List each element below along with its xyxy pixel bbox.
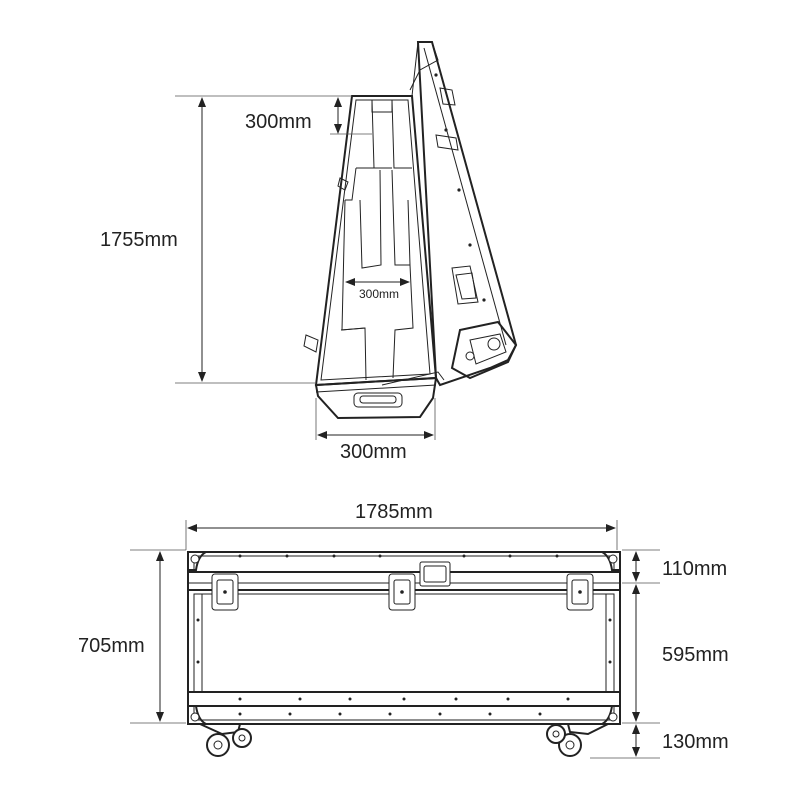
dim-705-group xyxy=(130,549,186,724)
caster-left xyxy=(199,723,252,757)
dim-300-bottom-group xyxy=(315,398,436,440)
dim-595-label: 595mm xyxy=(662,644,729,666)
dim-1755-group xyxy=(175,95,352,384)
rivets xyxy=(196,554,612,716)
dim-300-depth-label: 300mm xyxy=(340,441,407,463)
latch-left xyxy=(211,573,239,611)
dim-1785-group xyxy=(185,520,618,550)
latch-right xyxy=(566,573,594,611)
dim-300-inner-label: 300mm xyxy=(359,287,399,301)
dim-300-compartment-label: 300mm xyxy=(245,111,312,133)
lid-handle xyxy=(419,561,451,587)
dim-300-top-group xyxy=(330,97,372,135)
dim-1755-label: 1755mm xyxy=(100,229,178,251)
dim-right-group xyxy=(590,549,660,759)
latch-center xyxy=(388,573,416,611)
dim-1785-label: 1785mm xyxy=(355,501,433,523)
front-view-drawing xyxy=(187,551,621,757)
dim-705-label: 705mm xyxy=(78,635,145,657)
dim-110-label: 110mm xyxy=(662,558,727,580)
open-case-drawing xyxy=(303,41,518,420)
caster-right xyxy=(546,723,609,757)
dim-130-label: 130mm xyxy=(662,731,729,753)
